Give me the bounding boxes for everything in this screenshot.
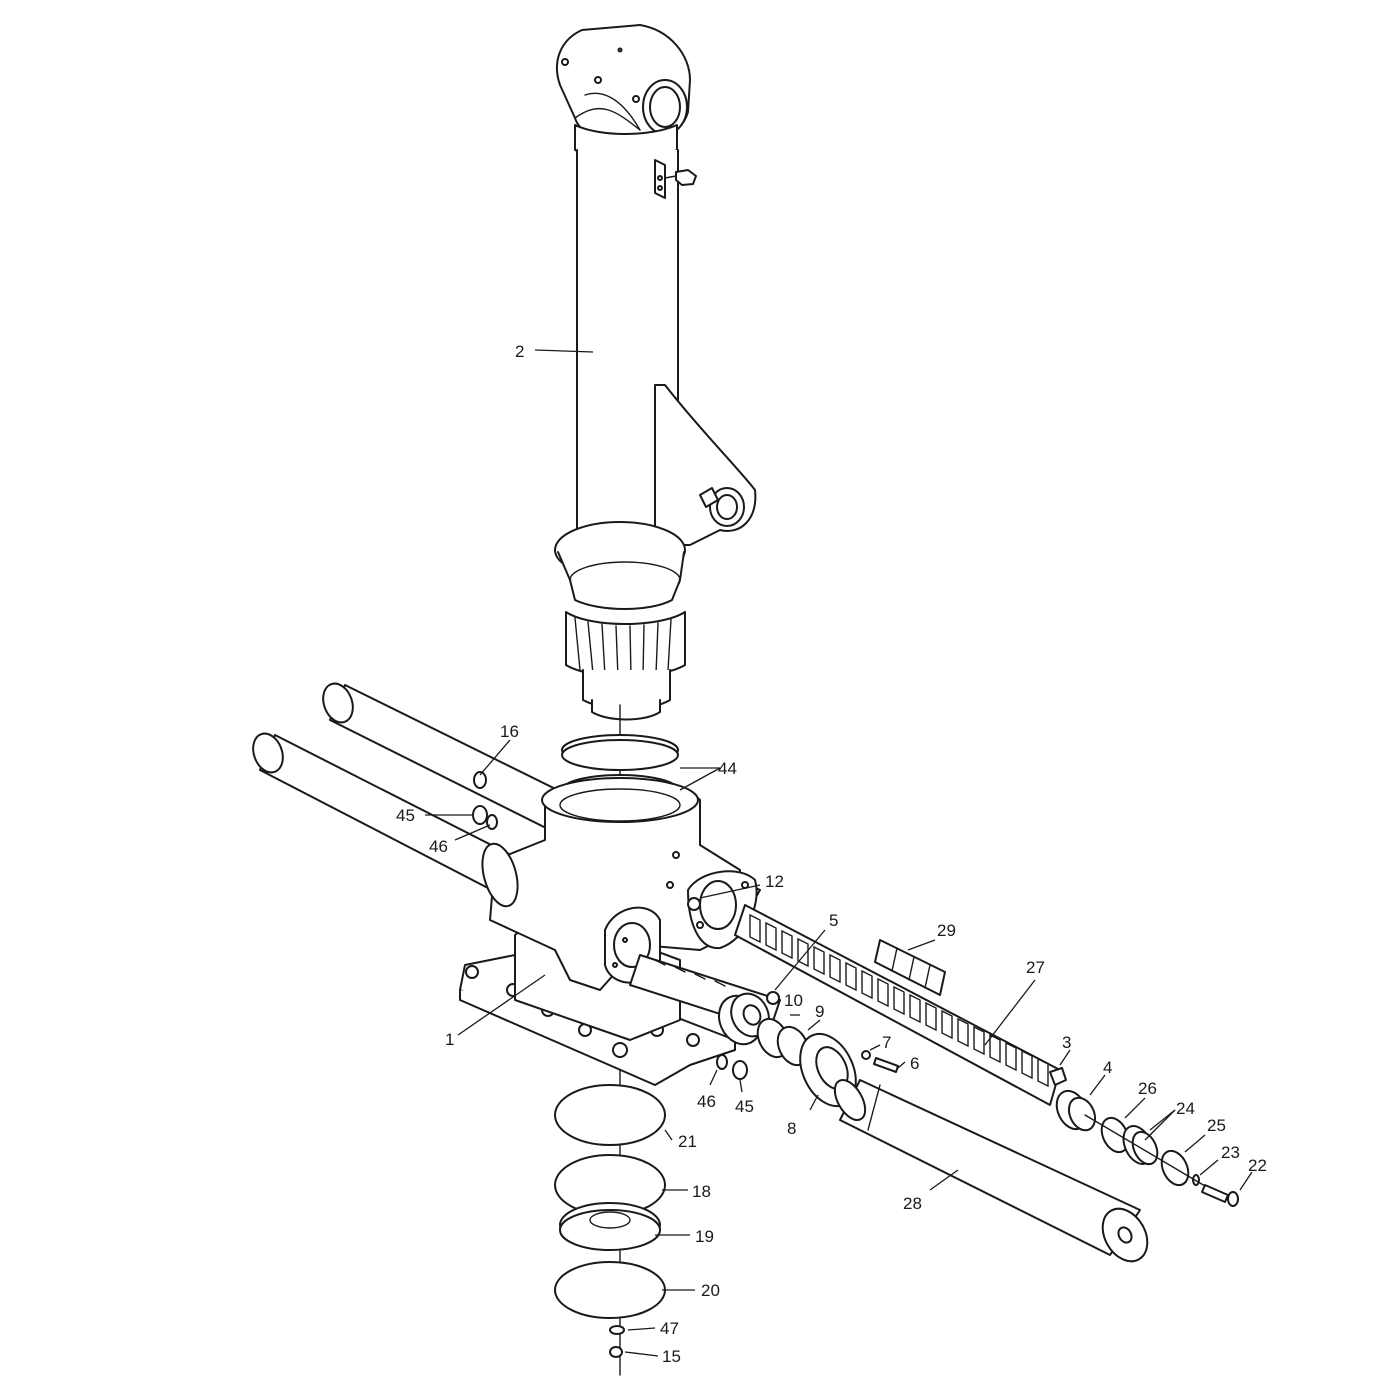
callout-7: 7 bbox=[882, 1033, 891, 1052]
washer-part-47 bbox=[609, 1325, 625, 1335]
nut-part-10 bbox=[766, 991, 780, 1005]
callout-1: 1 bbox=[445, 1030, 454, 1049]
callout-9: 9 bbox=[815, 1002, 824, 1021]
callout-20: 20 bbox=[701, 1281, 720, 1300]
bolt-part-22 bbox=[1201, 1184, 1229, 1203]
rack-teeth bbox=[749, 913, 1049, 1088]
callout-4: 4 bbox=[1103, 1058, 1112, 1077]
cylinder-part-28 bbox=[833, 1079, 1149, 1263]
spline-teeth bbox=[574, 617, 672, 678]
rack-bar-part bbox=[734, 904, 1061, 1106]
washer-part-46a bbox=[486, 814, 498, 830]
callout-12: 12 bbox=[765, 872, 784, 891]
callout-2: 2 bbox=[515, 342, 524, 361]
plug-part-12 bbox=[687, 897, 701, 911]
callout-26: 26 bbox=[1138, 1079, 1157, 1098]
callout-18: 18 bbox=[692, 1182, 711, 1201]
callout-25: 25 bbox=[1207, 1116, 1226, 1135]
callout-45a: 45 bbox=[396, 806, 415, 825]
callout-24: 24 bbox=[1176, 1099, 1195, 1118]
callout-6: 6 bbox=[910, 1054, 919, 1073]
callout-29: 29 bbox=[937, 921, 956, 940]
fitting-part-45b bbox=[732, 1060, 748, 1080]
callout-45b: 45 bbox=[735, 1097, 754, 1116]
callout-3: 3 bbox=[1062, 1033, 1071, 1052]
callout-10: 10 bbox=[784, 991, 803, 1010]
callout-44: 44 bbox=[718, 759, 737, 778]
cover-part-19 bbox=[559, 1202, 661, 1251]
callout-8: 8 bbox=[787, 1119, 796, 1138]
screw-part-6 bbox=[873, 1057, 899, 1073]
snap-ring-part-20 bbox=[554, 1261, 666, 1319]
seal-part-4 bbox=[1055, 1089, 1097, 1132]
callout-47: 47 bbox=[660, 1319, 679, 1338]
leader-lines bbox=[425, 349, 1253, 1357]
callout-22: 22 bbox=[1248, 1156, 1267, 1175]
snap-ring-part-21 bbox=[554, 1084, 666, 1146]
callout-23: 23 bbox=[1221, 1143, 1240, 1162]
ring-part-24 bbox=[1122, 1125, 1159, 1166]
callout-19: 19 bbox=[695, 1227, 714, 1246]
callout-labels: 2 1 16 44 45 46 12 5 10 9 7 6 8 29 27 3 … bbox=[396, 342, 1267, 1366]
callout-16: 16 bbox=[500, 722, 519, 741]
callout-15: 15 bbox=[662, 1347, 681, 1366]
callout-5: 5 bbox=[829, 911, 838, 930]
washer-part-7 bbox=[861, 1050, 871, 1060]
fitting-part-45a bbox=[472, 805, 488, 825]
callout-46b: 46 bbox=[697, 1092, 716, 1111]
plug-part-16 bbox=[473, 771, 487, 789]
plug-part-15 bbox=[609, 1346, 623, 1358]
callout-46a: 46 bbox=[429, 837, 448, 856]
callout-28: 28 bbox=[903, 1194, 922, 1213]
bolt-head-22 bbox=[1227, 1191, 1239, 1207]
callout-27: 27 bbox=[1026, 958, 1045, 977]
key-part-3 bbox=[1049, 1067, 1067, 1086]
washer-part-46b bbox=[716, 1054, 728, 1070]
gear-housing-part bbox=[459, 777, 758, 1086]
pad-part-29 bbox=[874, 939, 946, 996]
column-tube-part bbox=[554, 24, 757, 721]
callout-21: 21 bbox=[678, 1132, 697, 1151]
